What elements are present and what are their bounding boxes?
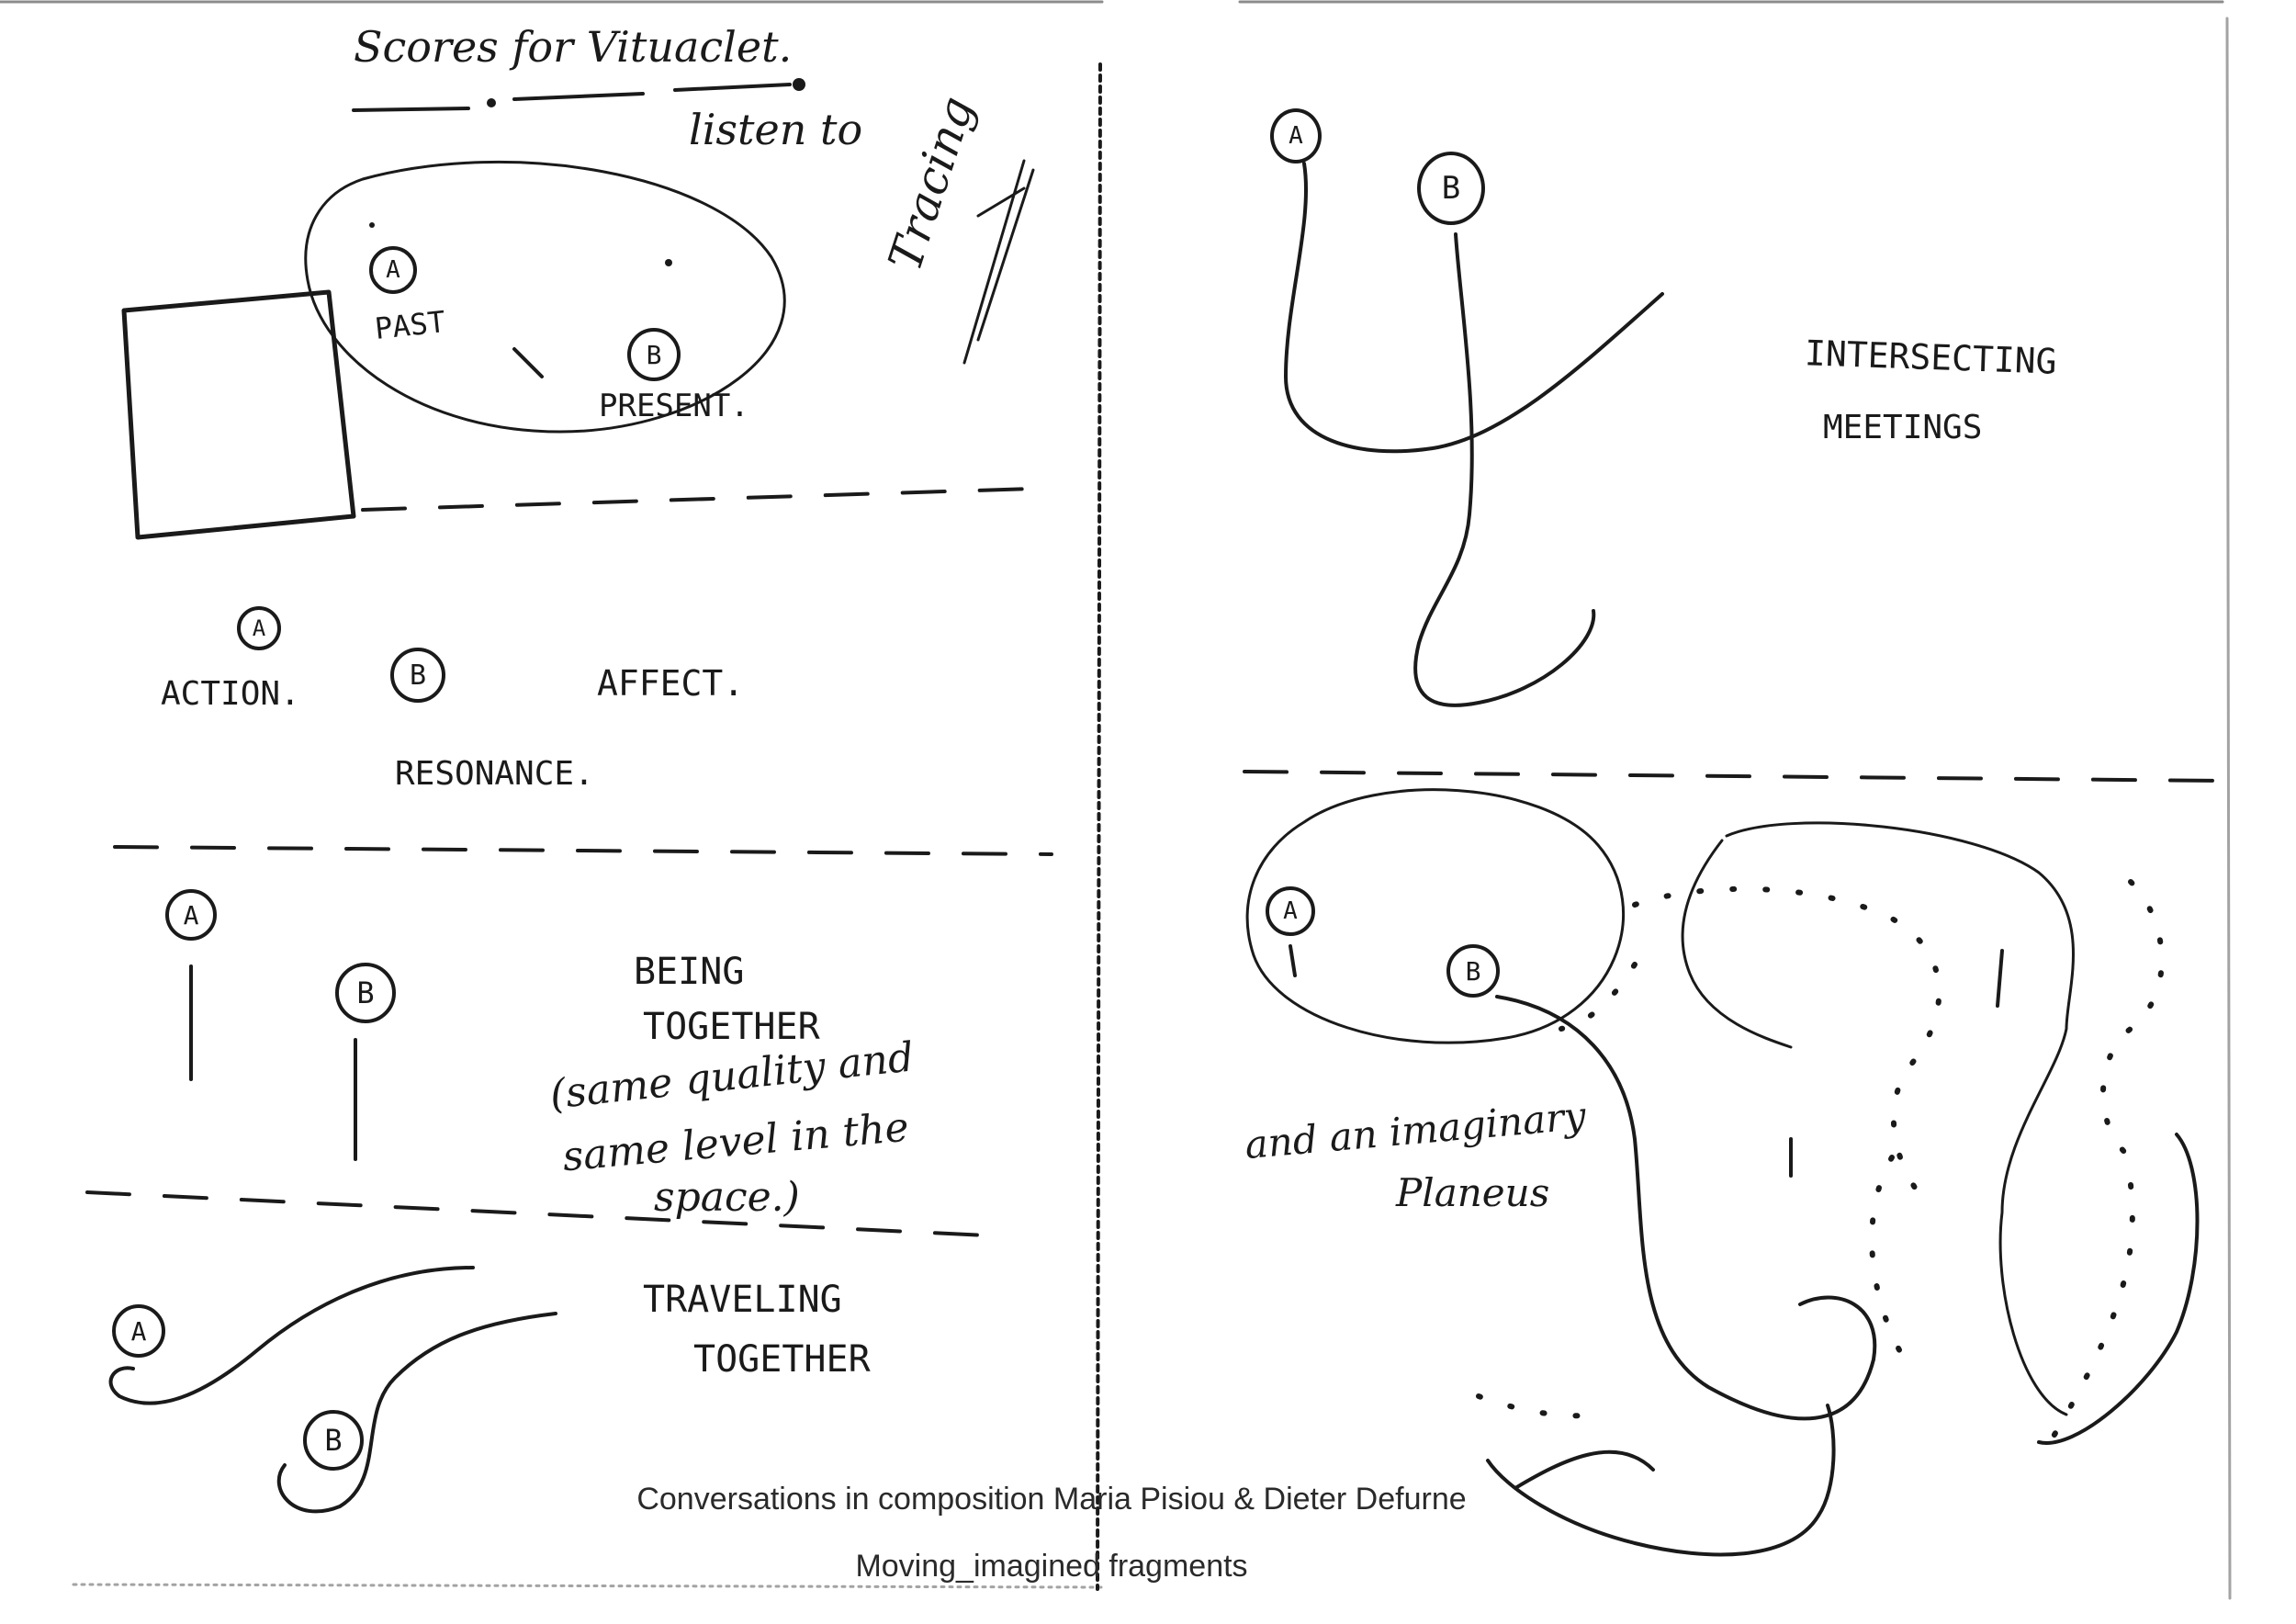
caption-title: Conversations in composition Maria Pisio… <box>636 1482 1467 1517</box>
dotted-bottom <box>1476 1393 1601 1419</box>
dotted-left <box>1559 962 1638 1032</box>
intersecting-label: INTERSECTING <box>1804 333 2058 382</box>
node-a: A <box>1270 108 1322 164</box>
blob-left <box>1681 839 1793 1049</box>
node-a: A <box>369 246 417 294</box>
right-tick <box>1996 949 2004 1008</box>
curve-b <box>276 1312 557 1514</box>
separator-1 <box>361 487 1035 512</box>
title-dot <box>793 78 805 91</box>
node-b: B <box>1446 944 1500 998</box>
being-label: BEING <box>634 951 745 993</box>
dotted-lower <box>1869 1155 1913 1371</box>
tracing-underline <box>962 159 1035 365</box>
ellipse-dot <box>369 222 375 228</box>
separator-2 <box>113 845 1053 856</box>
listen-to-label: listen to <box>689 105 863 154</box>
node-a: A <box>112 1304 165 1358</box>
page-fold-line <box>1096 62 1102 1591</box>
a-tick <box>1289 944 1297 977</box>
meeting-curve-b <box>1413 232 1596 707</box>
wander-b <box>1495 995 1877 1421</box>
past-present-ellipse <box>304 161 786 434</box>
separator-right <box>1243 770 2224 783</box>
node-a: A <box>165 889 217 941</box>
past-present-tick <box>512 347 544 378</box>
right-edge <box>2225 17 2232 1600</box>
meeting-curve-a <box>1284 162 1664 454</box>
ellipse-dot <box>665 259 672 266</box>
title-underline <box>352 83 792 112</box>
caption-subtitle: Moving_imagined fragments <box>855 1549 1248 1584</box>
scores-title: Scores for Vituaclet. <box>354 22 793 72</box>
bottom-edge <box>72 1583 1104 1589</box>
dotted-bottom-right <box>2036 1182 2135 1463</box>
resonance-label: RESONANCE. <box>395 755 594 793</box>
wander-bottom <box>1514 1449 1655 1490</box>
action-label: ACTION. <box>161 675 300 713</box>
node-b: B <box>303 1410 364 1471</box>
note-line-3: space.) <box>654 1174 800 1221</box>
affect-label: AFFECT. <box>597 663 745 704</box>
square-box <box>121 289 356 540</box>
dotted-loop <box>1632 885 1942 1197</box>
node-b: B <box>335 963 396 1023</box>
present-label: PRESENT. <box>599 388 749 424</box>
wander-long <box>1486 1404 1836 1557</box>
curve-a <box>108 1266 475 1405</box>
meetings-label: MEETINGS <box>1823 409 1983 446</box>
dotted-right <box>2100 879 2165 1160</box>
node-b: B <box>390 648 445 703</box>
blob-right-curl <box>2037 1133 2200 1445</box>
node-a: A <box>1266 886 1315 936</box>
planeus-label: Planeus <box>1396 1170 1550 1215</box>
past-label: PAST <box>373 304 447 346</box>
node-b: B <box>627 328 681 381</box>
planeus-ellipse <box>1245 788 1626 1044</box>
node-a: A <box>237 606 281 650</box>
node-b: B <box>1417 152 1485 225</box>
blob-outline <box>1725 821 2075 1416</box>
traveling-label: TRAVELING <box>643 1279 842 1321</box>
separator-3 <box>85 1190 989 1237</box>
together-label: TOGETHER <box>693 1338 871 1381</box>
together-label: TOGETHER <box>643 1006 820 1048</box>
title-dot <box>487 98 496 107</box>
